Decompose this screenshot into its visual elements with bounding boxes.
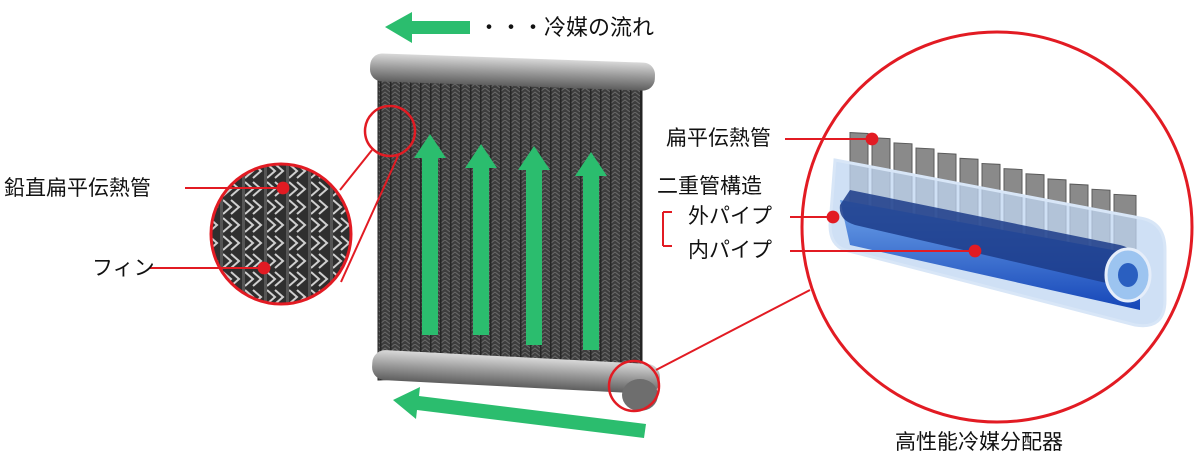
zoom-source-circle-bottom xyxy=(607,359,661,413)
flat-tube-label: 扁平伝熱管 xyxy=(666,126,771,150)
inner-pipe-label: 内パイプ xyxy=(688,238,772,262)
upward-flow-arrows xyxy=(414,134,607,350)
outer-pipe-label: 外パイプ xyxy=(688,204,772,228)
vertical-flat-tube-label: 鉛直扁平伝熱管 xyxy=(4,176,151,200)
distributor-zoom-circle xyxy=(800,30,1194,424)
fin-label: フィン xyxy=(92,256,155,280)
double-pipe-label: 二重管構造 xyxy=(657,174,762,198)
flow-legend-label: ・・・冷媒の流れ xyxy=(478,16,655,41)
distributor-label: 高性能冷媒分配器 xyxy=(895,430,1063,454)
fin-zoom-circle xyxy=(209,162,353,306)
zoom-source-circle-top xyxy=(363,104,417,158)
heat-exchanger-core xyxy=(370,53,660,411)
inflow-arrow xyxy=(393,387,646,438)
flow-legend-arrow xyxy=(385,12,470,43)
